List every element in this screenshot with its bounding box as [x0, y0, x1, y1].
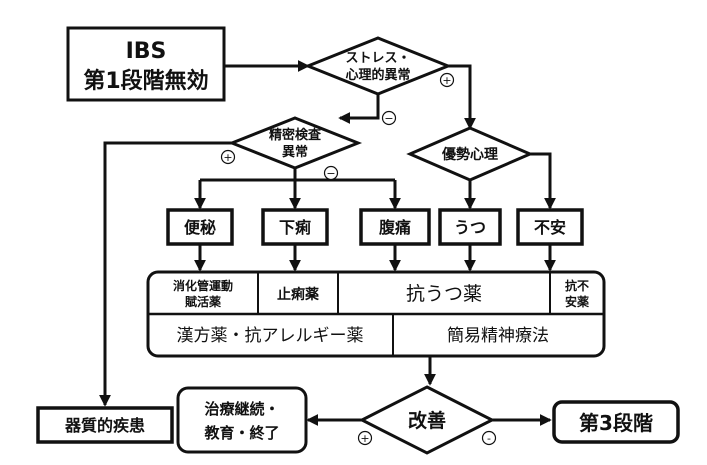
start-box-line2: 第1段階無効	[83, 68, 208, 94]
arrow-stress-to-exam	[338, 93, 380, 124]
symptom-boxes: 便秘 下痢 腹痛 うつ 不安	[166, 208, 584, 246]
continue-box-line2: 教育・終了	[203, 424, 279, 442]
continue-box-line1: 治療継続・	[204, 400, 279, 418]
arrow-mood-to-anxiety	[530, 152, 556, 210]
decision-improve: 改善 + -	[357, 385, 497, 455]
continue-treatment-box: 治療継続・ 教育・終了	[176, 386, 308, 454]
stress-minus-sign: −	[384, 112, 393, 125]
stage3-label: 第3段階	[579, 411, 653, 435]
drug-motility-line1: 消化管運動	[173, 278, 233, 293]
ibs-start-box: IBS 第1段階無効	[66, 26, 226, 102]
decision-improve-label: 改善	[408, 409, 446, 432]
symptom-depression: うつ	[454, 218, 486, 237]
decision-exam-line2: 異常	[282, 144, 308, 160]
decision-exam-line1: 精密検査	[269, 127, 322, 143]
decision-mood: 優勢心理	[406, 126, 534, 182]
symptom-anxiety: 不安	[534, 218, 566, 237]
stage3-box: 第3段階	[552, 400, 680, 444]
decision-mood-label: 優勢心理	[441, 146, 498, 163]
therapy-brief-psychotherapy: 簡易精神療法	[447, 326, 549, 346]
decision-stress-line2: 心理的異常	[345, 67, 410, 83]
drug-antidepressant: 抗うつ薬	[406, 283, 482, 305]
drug-motility-line2: 賦活薬	[184, 294, 221, 309]
stress-plus-sign: +	[442, 74, 451, 87]
drug-anxiolytic-line2: 安薬	[565, 294, 589, 309]
arrow-exam-to-organic	[99, 141, 232, 407]
organic-disease-label: 器質的疾患	[64, 416, 145, 435]
symptom-diarrhea: 下痢	[279, 218, 311, 237]
organic-disease-box: 器質的疾患	[36, 406, 174, 444]
decision-stress: ストレス・ 心理的異常 + −	[303, 36, 455, 126]
symptom-abdominal-pain: 腹痛	[379, 218, 411, 237]
drug-anxiolytic-line1: 抗不	[565, 278, 589, 293]
connectors	[99, 60, 556, 426]
exam-minus-sign: −	[326, 167, 335, 180]
improve-plus-sign: +	[360, 432, 369, 445]
drug-antidiarrheal: 止痢薬	[277, 286, 319, 303]
arrow-stress-to-mood	[448, 64, 476, 130]
decision-exam: 精密検査 異常 + −	[220, 116, 363, 181]
therapy-kampo-antiallergy: 漢方薬・抗アレルギー薬	[177, 326, 364, 346]
exam-plus-sign: +	[223, 151, 232, 164]
treatment-block: 消化管運動 賦活薬 止痢薬 抗うつ薬 抗不 安薬 漢方薬・抗アレルギー薬 簡易精…	[146, 270, 606, 358]
start-box-line1: IBS	[126, 39, 167, 64]
symptom-constipation: 便秘	[184, 218, 216, 237]
improve-minus-sign: -	[487, 432, 491, 445]
decision-stress-line1: ストレス・	[345, 51, 410, 66]
